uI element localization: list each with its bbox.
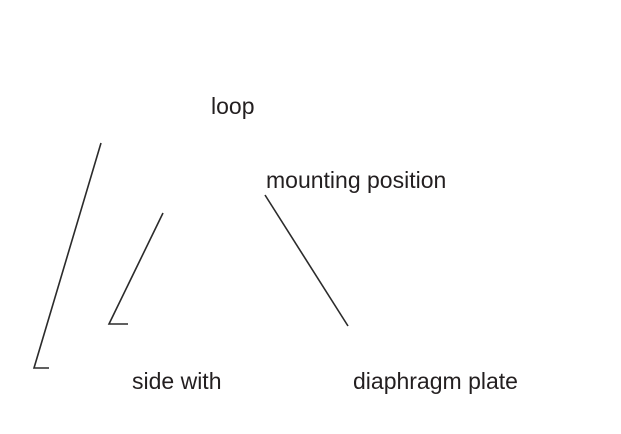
side-with-moven-fabric-leader-line [107, 212, 164, 325]
label-reinforced-brim: reinforced brim [26, 374, 179, 434]
label-mounting-position-line-1: mounting position [266, 167, 447, 193]
label-diaphragm-plate: diaphragm plate [353, 311, 518, 434]
reinforced-brim-leader-line [32, 142, 102, 369]
label-loop: loop [211, 36, 254, 176]
label-reinforced-brim-line-1: reinforced brim [26, 430, 179, 434]
label-diaphragm-plate-line-1: diaphragm plate [353, 368, 518, 394]
label-loop-line-1: loop [211, 93, 255, 119]
label-mounting-position: mounting position [266, 110, 446, 250]
label-side-with-moven-fabric-line-1: side with [132, 368, 222, 394]
label-side-with-moven-fabric: side with moven fabric [132, 311, 264, 434]
